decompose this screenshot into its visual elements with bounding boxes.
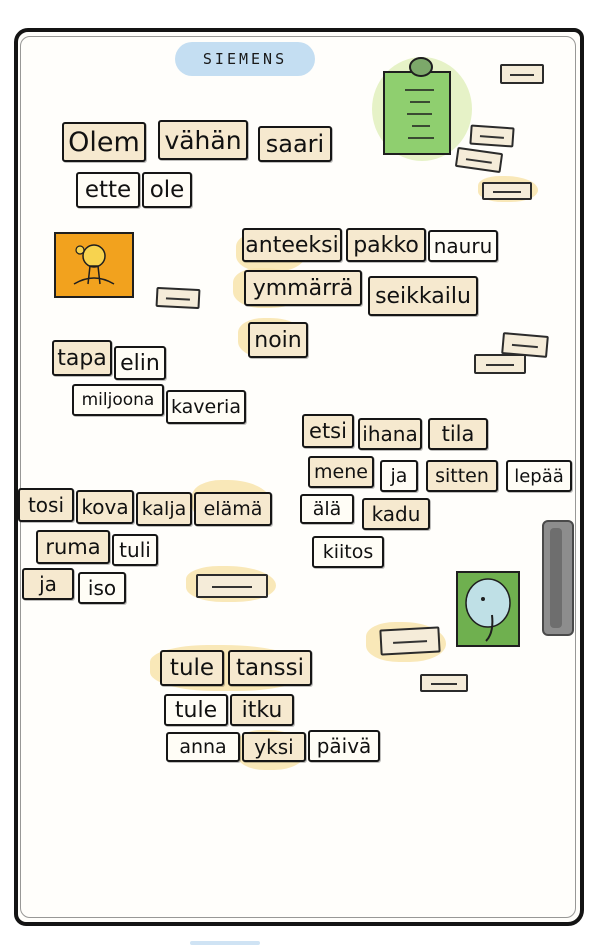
word-tile[interactable]: ihana bbox=[358, 418, 422, 450]
fridge-handle-icon[interactable] bbox=[542, 520, 574, 636]
word-tile[interactable]: ymmärrä bbox=[244, 270, 362, 306]
blank-magnet[interactable] bbox=[474, 354, 526, 374]
word-tile[interactable]: älä bbox=[300, 494, 354, 524]
elephant-drawing-icon[interactable] bbox=[456, 571, 520, 647]
blank-magnet[interactable] bbox=[482, 182, 532, 200]
fridge-door-rim bbox=[20, 36, 576, 918]
word-tile[interactable]: tosi bbox=[18, 488, 74, 522]
blank-magnet[interactable] bbox=[420, 674, 468, 692]
word-tile[interactable]: anteeksi bbox=[242, 228, 342, 262]
word-tile[interactable]: lepää bbox=[506, 460, 572, 492]
word-tile[interactable]: yksi bbox=[242, 732, 306, 762]
word-tile[interactable]: kalja bbox=[136, 492, 192, 526]
word-tile[interactable]: miljoona bbox=[72, 384, 164, 416]
word-tile[interactable]: Olem bbox=[62, 122, 146, 162]
blank-magnet[interactable] bbox=[379, 626, 441, 656]
brand-logo: SIEMENS bbox=[175, 42, 315, 76]
word-tile[interactable]: sitten bbox=[426, 460, 498, 492]
word-tile[interactable]: elin bbox=[114, 346, 166, 380]
word-tile[interactable]: noin bbox=[248, 322, 308, 358]
word-tile[interactable]: tule bbox=[164, 694, 228, 726]
blank-magnet[interactable] bbox=[196, 574, 268, 598]
word-tile[interactable]: kadu bbox=[362, 498, 430, 530]
word-tile[interactable]: seikkailu bbox=[368, 276, 478, 316]
plant-drawing-icon[interactable] bbox=[54, 232, 134, 298]
word-tile[interactable]: elämä bbox=[194, 492, 272, 526]
word-tile[interactable]: itku bbox=[230, 694, 294, 726]
word-tile[interactable]: ole bbox=[142, 172, 192, 208]
word-tile[interactable]: tila bbox=[428, 418, 488, 450]
word-tile[interactable]: päivä bbox=[308, 730, 380, 762]
word-tile[interactable]: kova bbox=[76, 490, 134, 524]
floor-shadow bbox=[190, 941, 260, 945]
word-tile[interactable]: vähän bbox=[158, 120, 248, 160]
word-tile[interactable]: mene bbox=[308, 456, 374, 488]
blank-magnet[interactable] bbox=[155, 286, 201, 310]
word-tile[interactable]: kaveria bbox=[166, 390, 246, 424]
word-tile[interactable]: ja bbox=[22, 568, 74, 600]
blank-magnet[interactable] bbox=[500, 64, 544, 84]
word-tile[interactable]: ruma bbox=[36, 530, 110, 564]
word-tile[interactable]: ja bbox=[380, 460, 418, 492]
word-tile[interactable]: tanssi bbox=[228, 650, 312, 686]
word-tile[interactable]: tapa bbox=[52, 340, 112, 376]
word-tile[interactable]: tule bbox=[160, 650, 224, 686]
word-tile[interactable]: nauru bbox=[428, 230, 498, 262]
clipboard-note-icon[interactable] bbox=[372, 56, 472, 162]
word-tile[interactable]: pakko bbox=[346, 228, 426, 262]
blank-magnet[interactable] bbox=[469, 124, 515, 148]
word-tile[interactable]: kiitos bbox=[312, 536, 384, 568]
word-tile[interactable]: ette bbox=[76, 172, 140, 208]
word-tile[interactable]: anna bbox=[166, 732, 240, 762]
word-tile[interactable]: iso bbox=[78, 572, 126, 604]
word-tile[interactable]: saari bbox=[258, 126, 332, 162]
word-tile[interactable]: tuli bbox=[112, 534, 158, 566]
word-tile[interactable]: etsi bbox=[302, 414, 354, 448]
